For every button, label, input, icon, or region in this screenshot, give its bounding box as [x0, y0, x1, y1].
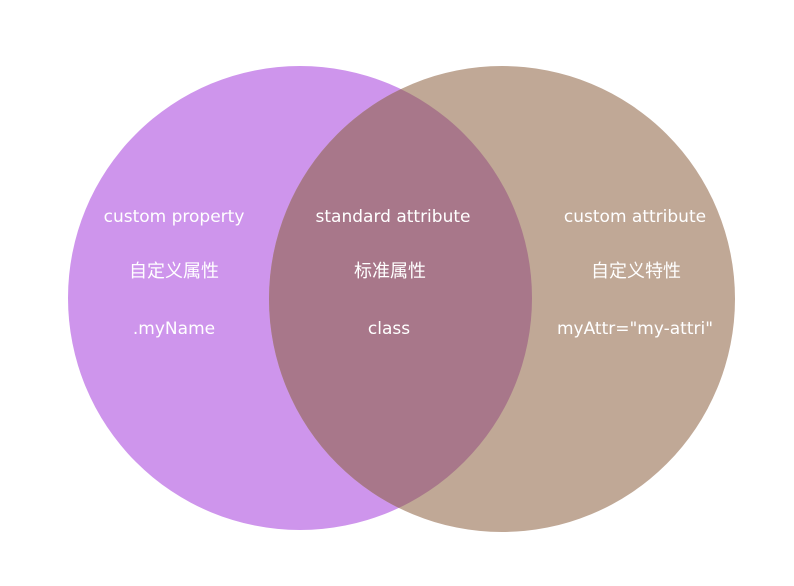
right-example: myAttr="my-attri": [556, 319, 714, 339]
right-title: custom attribute: [563, 207, 707, 227]
overlap-region-standard-attribute: [269, 66, 532, 530]
left-title: custom property: [103, 207, 245, 227]
center-title: standard attribute: [315, 207, 471, 227]
center-example: class: [367, 319, 411, 339]
center-title-cn: 标准属性: [354, 261, 426, 282]
left-example: .myName: [132, 319, 216, 339]
left-title-cn: 自定义属性: [129, 261, 219, 282]
right-title-cn: 自定义特性: [591, 261, 681, 282]
